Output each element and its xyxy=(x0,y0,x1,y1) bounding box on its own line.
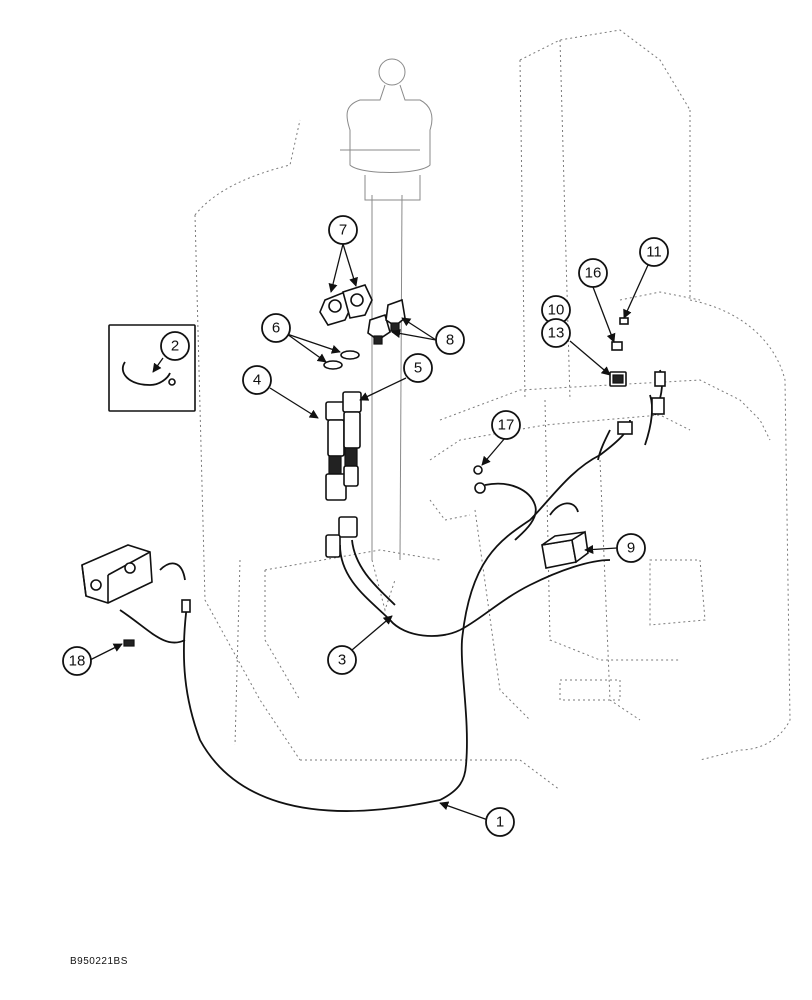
svg-text:10: 10 xyxy=(548,302,565,319)
ring-terminal xyxy=(473,465,486,494)
svg-text:13: 13 xyxy=(548,325,565,342)
callout-17: 17 xyxy=(491,410,521,440)
joystick-handle xyxy=(346,58,433,201)
figure-id: B950221BS xyxy=(70,956,128,967)
svg-text:16: 16 xyxy=(585,265,602,282)
svg-text:17: 17 xyxy=(498,417,515,434)
wire-harness xyxy=(119,369,663,812)
leader-lines xyxy=(89,243,649,821)
machine-outline xyxy=(194,29,791,791)
callout-8: 8 xyxy=(435,325,465,355)
connector-block xyxy=(609,317,666,435)
svg-text:9: 9 xyxy=(627,540,635,557)
callout-5: 5 xyxy=(403,353,433,383)
callout-1: 1 xyxy=(485,807,515,837)
callout-11: 11 xyxy=(639,237,669,267)
callout-3: 3 xyxy=(327,645,357,675)
callout-13: 13 xyxy=(541,318,571,348)
callout-4: 4 xyxy=(242,365,272,395)
solenoid-unit xyxy=(81,544,191,647)
svg-text:5: 5 xyxy=(414,360,422,377)
callout-6: 6 xyxy=(261,313,291,343)
callout-7: 7 xyxy=(328,215,358,245)
svg-text:7: 7 xyxy=(339,222,347,239)
adapter-fittings xyxy=(367,298,406,345)
svg-text:4: 4 xyxy=(253,372,261,389)
svg-text:11: 11 xyxy=(646,244,662,261)
relay xyxy=(541,530,589,569)
svg-text:8: 8 xyxy=(446,332,454,349)
svg-text:1: 1 xyxy=(496,814,504,831)
svg-text:2: 2 xyxy=(171,338,179,355)
callout-2: 2 xyxy=(160,331,190,361)
o-rings xyxy=(323,350,360,370)
callout-16: 16 xyxy=(578,258,608,288)
callout-18: 18 xyxy=(62,646,92,676)
tee-fittings xyxy=(319,284,373,326)
svg-text:6: 6 xyxy=(272,320,280,337)
svg-text:3: 3 xyxy=(338,652,346,669)
svg-text:18: 18 xyxy=(69,653,86,670)
pressure-switch-5 xyxy=(342,391,362,487)
callout-9: 9 xyxy=(616,533,646,563)
